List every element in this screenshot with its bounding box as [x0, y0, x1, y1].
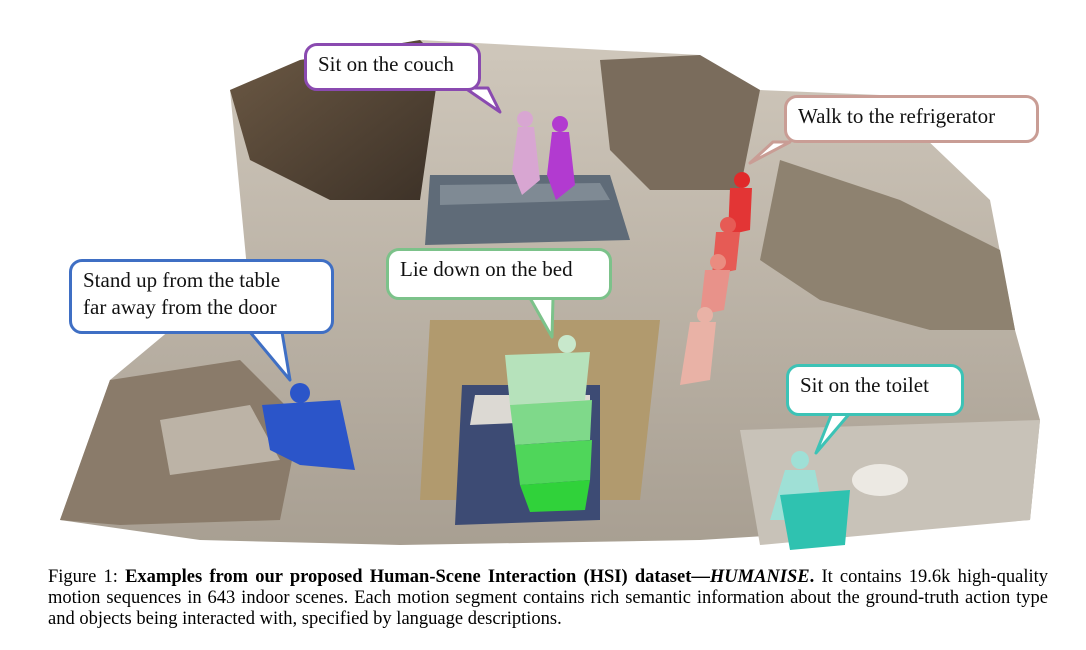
bubble-couch-text: Sit on the couch	[318, 52, 454, 76]
caption-label: Figure 1:	[48, 567, 118, 587]
caption-bubble-fridge: Walk to the refrigerator	[784, 95, 1039, 143]
caption-dataset-name: HUMANISE	[709, 567, 810, 587]
figure-caption: Figure 1: Examples from our proposed Hum…	[48, 567, 1048, 630]
bubble-bed-text: Lie down on the bed	[400, 257, 573, 281]
back-wall-right	[600, 55, 760, 190]
caption-period: .	[809, 567, 815, 587]
humans-fridge	[680, 172, 752, 385]
bubble-table-line2: far away from the door	[83, 295, 277, 319]
humans-table	[262, 383, 355, 470]
scene-figure: Sit on the couch Walk to the refrigerato…	[60, 40, 1040, 550]
humans-couch	[512, 111, 575, 200]
caption-body: It contains 19.6k high-quality motion se…	[48, 567, 1049, 629]
bubble-fridge-text: Walk to the refrigerator	[798, 104, 996, 128]
bubble-table-line1: Stand up from the table	[83, 268, 281, 292]
kitchen-wall	[760, 160, 1015, 330]
humans-bed	[505, 335, 592, 512]
caption-bubble-toilet: Sit on the toilet	[786, 364, 964, 416]
caption-bubble-bed: Lie down on the bed	[386, 248, 612, 300]
caption-bubble-couch: Sit on the couch	[304, 43, 481, 91]
pointer-fridge	[748, 140, 792, 165]
bubble-toilet-text: Sit on the toilet	[800, 373, 929, 397]
caption-bold-text: Examples from our proposed Human-Scene I…	[125, 567, 710, 587]
caption-bubble-table: Stand up from the table far away from th…	[69, 259, 334, 334]
pointer-couch	[463, 86, 502, 114]
humans-toilet	[770, 451, 850, 550]
